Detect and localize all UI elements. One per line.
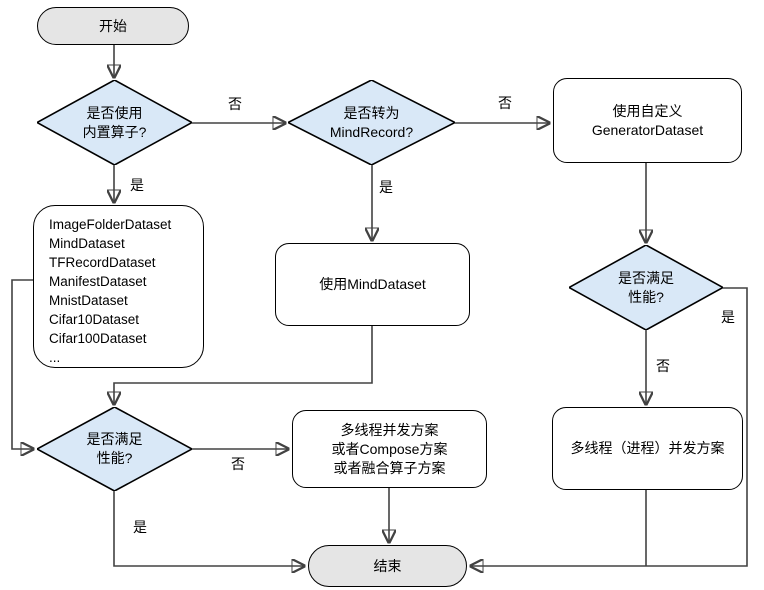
decision-builtin-operators: 是否使用 内置算子? bbox=[37, 80, 192, 165]
edge-label-builtin-no: 否 bbox=[226, 96, 244, 112]
edge-label-perf-left-yes: 是 bbox=[131, 519, 149, 535]
concurrency-line1: 多线程并发方案 bbox=[340, 421, 439, 438]
edge-label-mindrecord-yes: 是 bbox=[377, 179, 395, 195]
minddataset-label: 使用MindDataset bbox=[319, 276, 426, 292]
start-label: 开始 bbox=[99, 17, 127, 34]
diamond-shape bbox=[37, 407, 192, 491]
edge-minddataset-to-perf-left bbox=[114, 326, 373, 405]
decision-perf-left-line2: 性能? bbox=[96, 450, 133, 466]
list-item: Cifar100Dataset bbox=[49, 331, 147, 346]
concurrency-line2: 或者Compose方案 bbox=[331, 440, 448, 457]
multiprocess-label: 多线程（进程）并发方案 bbox=[570, 440, 725, 456]
concurrency-line3: 或者融合算子方案 bbox=[333, 459, 446, 476]
list-item: Cifar10Dataset bbox=[49, 312, 140, 327]
edge-list-to-perf-left bbox=[11, 279, 34, 449]
minddataset-box: 使用MindDataset bbox=[275, 243, 470, 326]
list-item: ImageFolderDataset bbox=[49, 217, 172, 232]
builtin-dataset-list: ImageFolderDataset MindDataset TFRecordD… bbox=[33, 205, 204, 368]
concurrency-solutions-box: 多线程并发方案 或者Compose方案 或者融合算子方案 bbox=[292, 410, 487, 488]
decision-performance-left: 是否满足 性能? bbox=[37, 407, 192, 491]
decision-perf-left-line1: 是否满足 bbox=[86, 431, 143, 447]
diamond-shape bbox=[37, 80, 192, 165]
generator-dataset-box: 使用自定义 GeneratorDataset bbox=[553, 78, 742, 163]
edge-label-perf-right-no: 否 bbox=[654, 358, 672, 374]
list-item: MnistDataset bbox=[49, 293, 128, 308]
decision-builtin-line1: 是否使用 bbox=[86, 104, 143, 121]
decision-perf-right-line1: 是否满足 bbox=[618, 269, 674, 286]
edge-perf-right-yes-to-end bbox=[470, 287, 748, 566]
list-item: ManifestDataset bbox=[49, 274, 147, 289]
decision-mindrecord: 是否转为 MindRecord? bbox=[288, 80, 455, 165]
generator-box-line2: GeneratorDataset bbox=[591, 121, 704, 138]
diamond-shape bbox=[569, 245, 723, 330]
decision-mindrecord-line2: MindRecord? bbox=[329, 123, 414, 140]
multiprocess-box: 多线程（进程）并发方案 bbox=[552, 407, 743, 490]
decision-builtin-line2: 内置算子? bbox=[82, 123, 147, 140]
start-terminal: 开始 bbox=[37, 7, 189, 45]
edge-label-perf-right-yes: 是 bbox=[719, 309, 737, 325]
end-label: 结束 bbox=[373, 557, 402, 574]
decision-performance-right: 是否满足 性能? bbox=[569, 245, 723, 330]
edge-label-mindrecord-no: 否 bbox=[496, 95, 514, 111]
list-item: ... bbox=[49, 350, 61, 365]
generator-box-line1: 使用自定义 bbox=[612, 102, 683, 119]
decision-perf-right-line2: 性能? bbox=[628, 288, 664, 305]
edge-label-perf-left-no: 否 bbox=[229, 456, 247, 472]
edge-perf-left-yes-to-end bbox=[113, 490, 305, 566]
end-terminal: 结束 bbox=[308, 545, 467, 587]
diamond-shape bbox=[288, 80, 455, 165]
list-item: TFRecordDataset bbox=[49, 255, 156, 270]
edge-label-builtin-yes: 是 bbox=[128, 177, 146, 193]
decision-mindrecord-line1: 是否转为 bbox=[343, 104, 400, 121]
list-item: MindDataset bbox=[49, 236, 125, 251]
